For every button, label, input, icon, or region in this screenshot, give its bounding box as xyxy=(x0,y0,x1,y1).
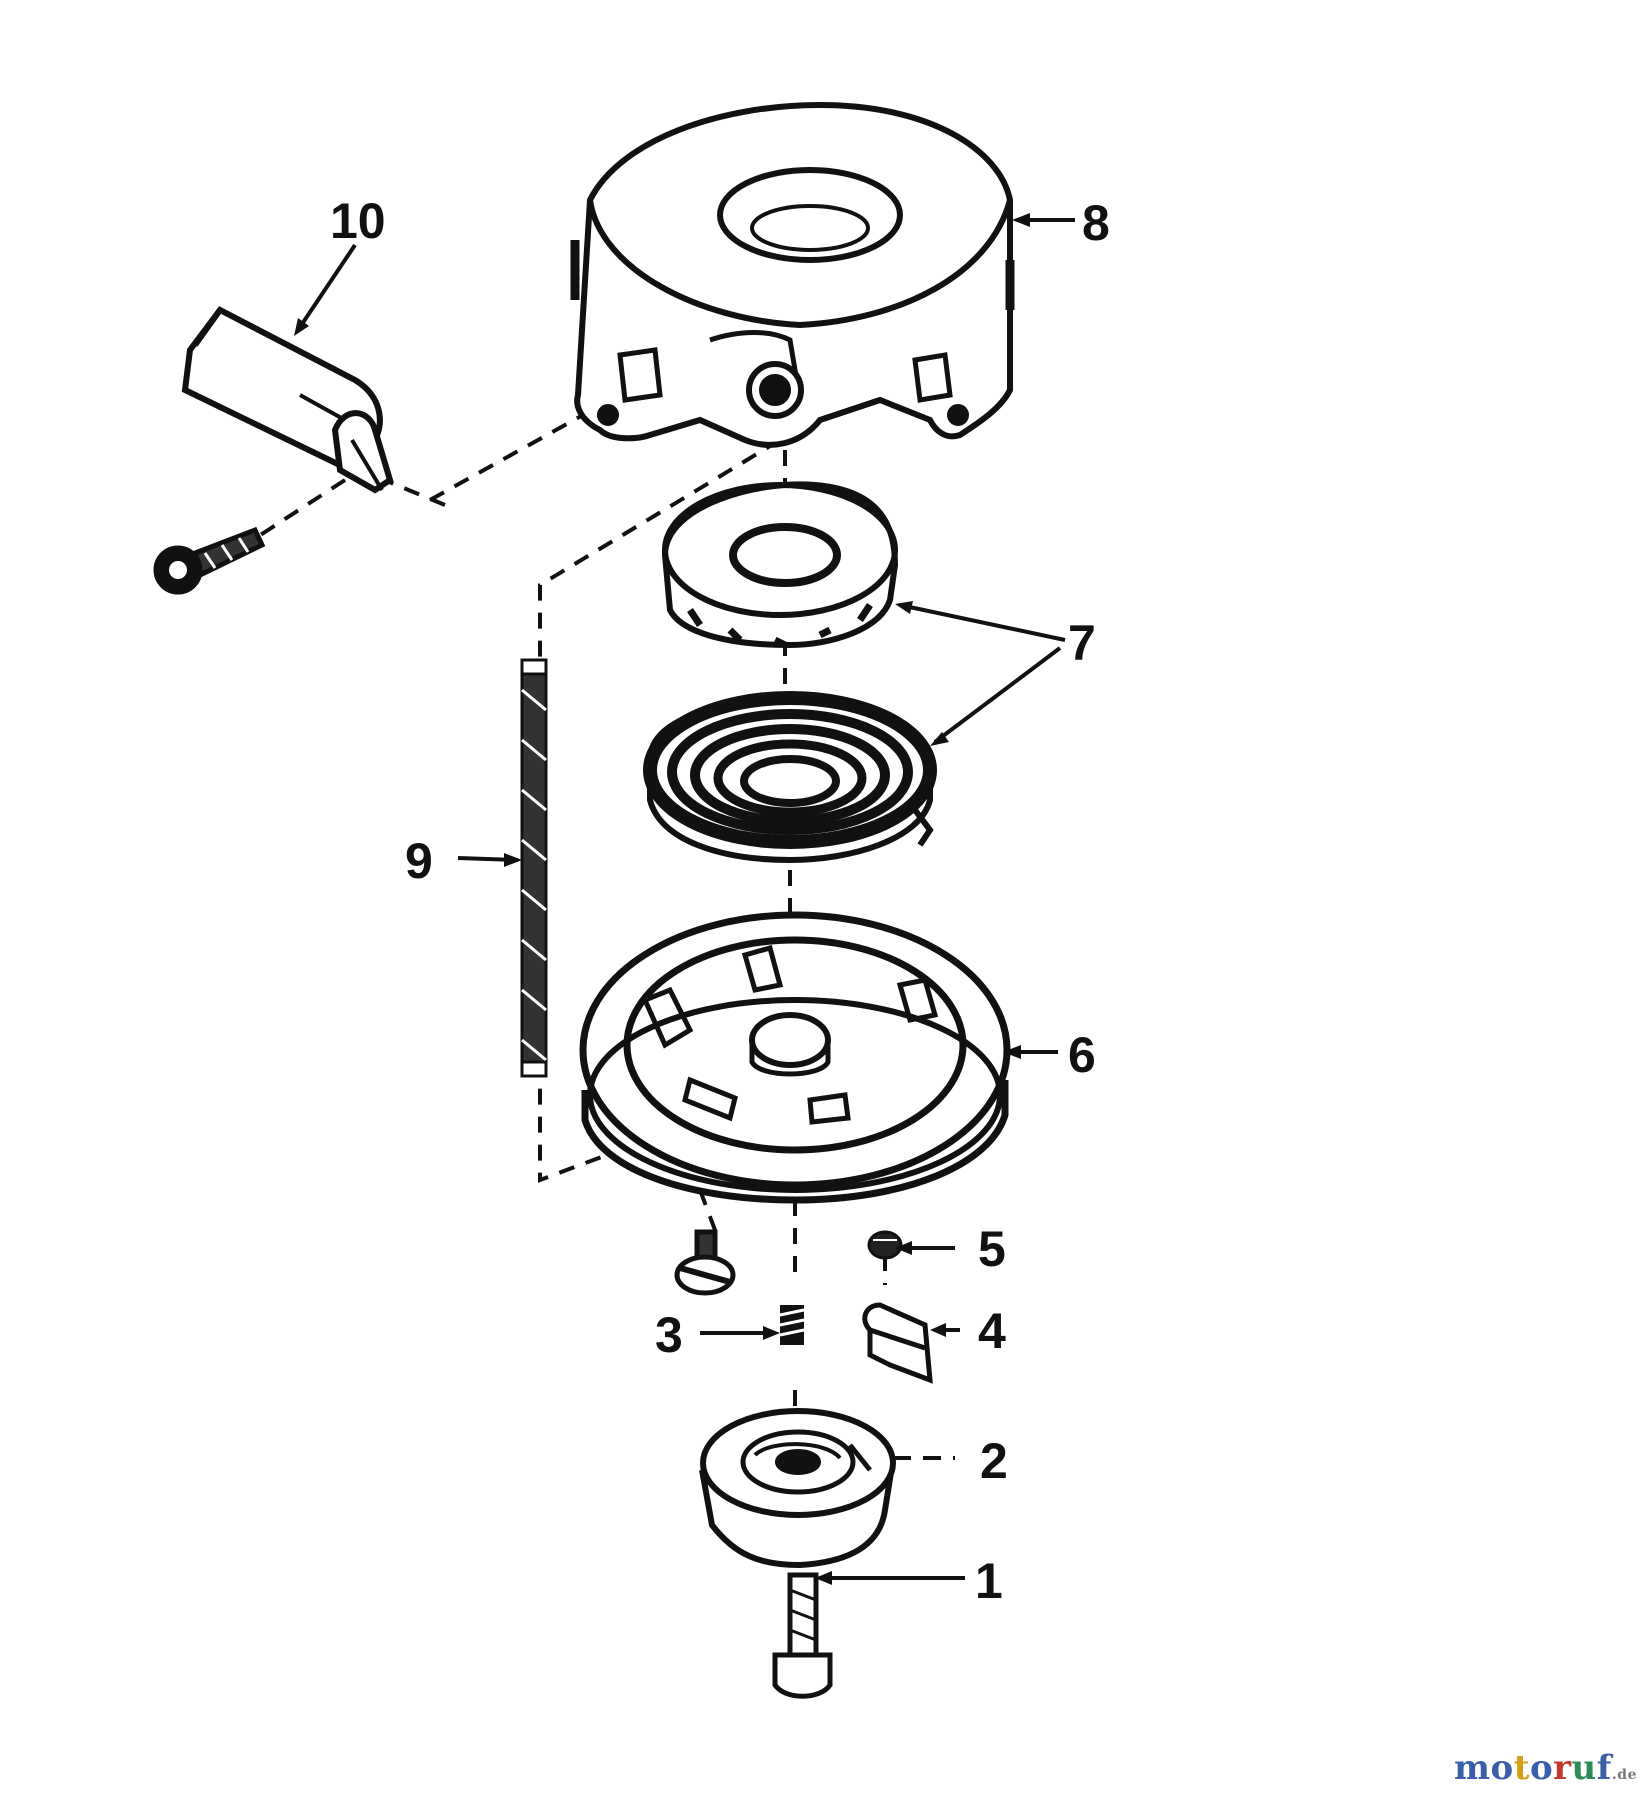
callout-3: 3 xyxy=(655,1307,683,1363)
callout-1: 1 xyxy=(975,1553,1003,1609)
callout-7: 7 xyxy=(1068,615,1096,671)
small-spring xyxy=(779,1305,805,1345)
callout-6: 6 xyxy=(1068,1027,1096,1083)
watermark-letter: m xyxy=(1454,1748,1491,1788)
handle-screw xyxy=(153,526,266,595)
callout-2: 2 xyxy=(980,1433,1008,1489)
callout-4: 4 xyxy=(978,1303,1006,1359)
watermark-letter: f xyxy=(1596,1748,1612,1788)
recoil-spring xyxy=(643,691,937,864)
center-screw xyxy=(772,1572,833,1699)
watermark-brand: motoruf xyxy=(1454,1748,1612,1788)
spring-retainer xyxy=(661,481,899,649)
starter-rope xyxy=(520,658,548,1078)
starter-housing xyxy=(570,101,1015,448)
callout-9: 9 xyxy=(405,833,433,889)
ball xyxy=(867,1230,903,1260)
watermark-letter: o xyxy=(1529,1748,1554,1788)
callout-8: 8 xyxy=(1082,195,1110,251)
watermark-tld: .de xyxy=(1611,1767,1637,1783)
callout-5: 5 xyxy=(978,1221,1006,1277)
watermark-letter: o xyxy=(1490,1748,1514,1788)
watermark-letter: r xyxy=(1553,1748,1572,1788)
watermark-letter: t xyxy=(1513,1748,1530,1788)
watermark-logo: motoruf.de xyxy=(1454,1748,1637,1788)
watermark-letter: u xyxy=(1571,1748,1597,1788)
rope-pulley xyxy=(579,911,1011,1204)
leader-arrowheads xyxy=(294,213,1030,1585)
pawl-screw xyxy=(674,1229,736,1296)
retainer-cup xyxy=(699,1408,896,1569)
callout-labels: 8 10 7 9 6 5 4 3 2 1 xyxy=(330,193,1110,1609)
rope-handle xyxy=(181,306,394,494)
callout-10: 10 xyxy=(330,193,386,249)
pawl xyxy=(862,1302,933,1384)
